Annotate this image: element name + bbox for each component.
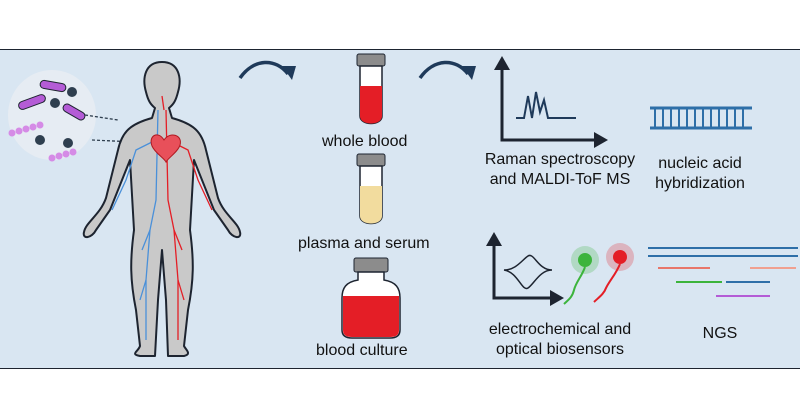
human-circulation-figure	[82, 61, 242, 357]
curved-arrow-icon	[418, 60, 476, 80]
curved-arrow-icon	[238, 60, 296, 80]
fluorescent-probe-icon	[563, 246, 599, 305]
spectrum-plot-icon	[494, 56, 608, 148]
label-blood-culture: blood culture	[316, 342, 408, 359]
label-whole-blood: whole blood	[322, 133, 408, 150]
sequencing-reads-icon	[648, 247, 798, 297]
plasma-tube-icon	[356, 153, 386, 225]
blood-tube-icon	[356, 53, 386, 125]
bacteria-cluster-icon	[8, 70, 136, 162]
label-hybrid-line1: nucleic acid	[658, 155, 742, 172]
label-sensor-line2: optical biosensors	[495, 341, 625, 358]
culture-bottle-icon	[341, 257, 401, 339]
label-plasma-serum: plasma and serum	[298, 235, 430, 252]
dna-double-strand-icon	[650, 106, 752, 130]
label-raman-line2: and MALDI-ToF MS	[489, 171, 631, 188]
label-sensor-line1: electrochemical and	[488, 321, 632, 338]
label-raman-line1: Raman spectroscopy	[484, 151, 636, 168]
label-ngs: NGS	[702, 325, 738, 342]
voltammogram-plot-icon	[486, 232, 564, 306]
fluorescent-probe-icon	[593, 243, 634, 303]
label-hybrid-line2: hybridization	[655, 175, 745, 192]
